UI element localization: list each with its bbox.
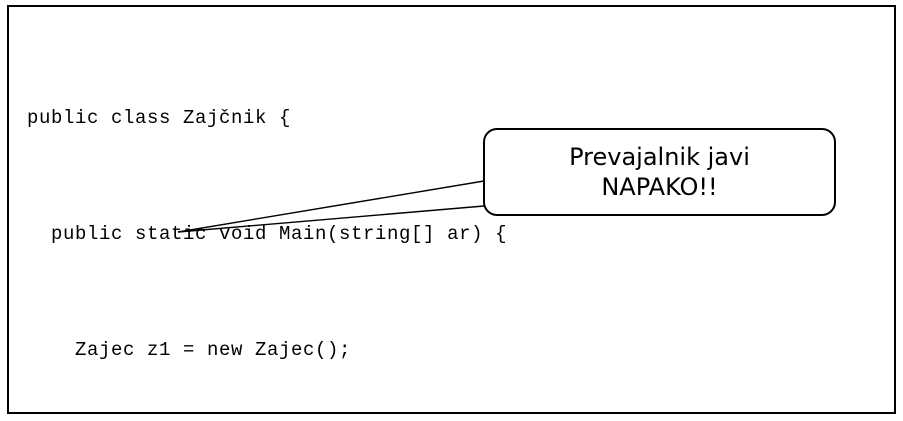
callout-bubble-body (483, 128, 836, 216)
callout-bubble-text: Prevajalnik javi NAPAKO!! (483, 128, 836, 216)
code-line: public class Zajčnik { (27, 106, 292, 129)
code-listing: public class Zajčnik { public static voi… (27, 21, 887, 421)
callout-text-line-2: NAPAKO!! (601, 173, 718, 201)
callout-text-line-1: Prevajalnik javi (569, 143, 750, 171)
callout-bubble: Prevajalnik javi NAPAKO!! (483, 128, 836, 216)
code-line: Zajec z1 = new Zajec(); (27, 339, 352, 362)
code-line: public static void Main(string[] ar) { (27, 222, 508, 245)
